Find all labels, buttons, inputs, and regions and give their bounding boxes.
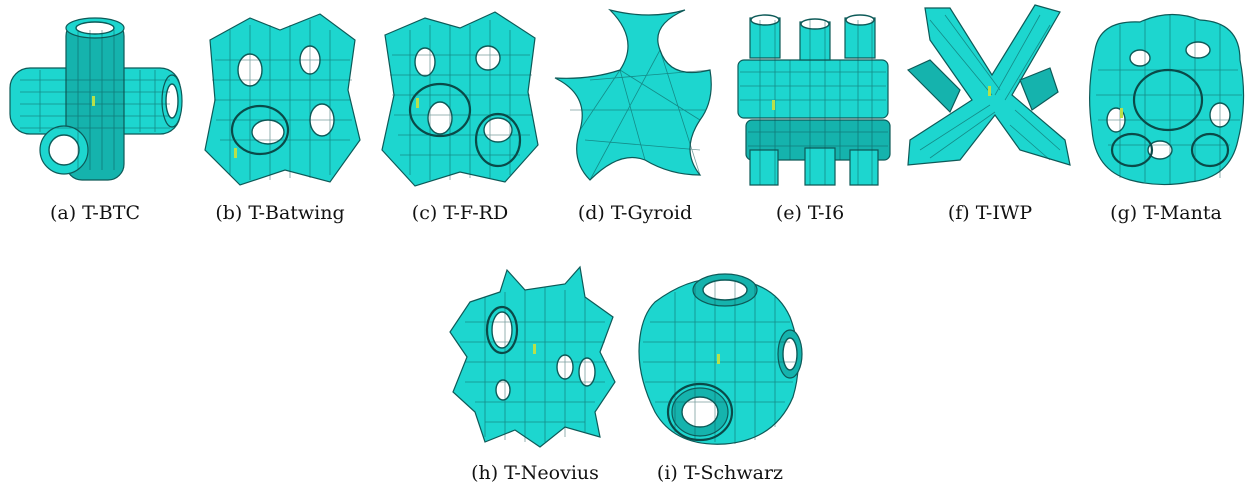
caption-name: T-Gyroid (610, 202, 693, 224)
caption-c: (c)T-F-RD (412, 202, 508, 224)
caption-label: (f) (947, 202, 970, 224)
caption-g: (g)T-Manta (1110, 202, 1222, 224)
caption-name: T-Batwing (248, 202, 345, 224)
figure-panel-f: (f)T-IWP (900, 0, 1080, 240)
caption-d: (d)T-Gyroid (578, 202, 692, 224)
caption-name: T-BTC (82, 202, 140, 224)
batwing-lattice-icon (204, 13, 361, 186)
figure-panel-e: (e)T-I6 (720, 0, 900, 240)
caption-name: T-Schwarz (683, 462, 784, 484)
caption-i: (i)T-Schwarz (657, 462, 783, 484)
caption-b: (b)T-Batwing (215, 202, 344, 224)
caption-e: (e)T-I6 (776, 202, 844, 224)
caption-label: (d) (577, 202, 605, 224)
caption-label: (a) (50, 202, 77, 224)
caption-label: (i) (656, 462, 678, 484)
caption-name: T-I6 (807, 202, 845, 224)
caption-a: (a)T-BTC (50, 202, 140, 224)
caption-name: T-IWP (975, 202, 1033, 224)
figure-panel-g: (g)T-Manta (1080, 0, 1252, 240)
manta-lattice-icon (1089, 13, 1245, 186)
figure-panel-d: (d)T-Gyroid (550, 0, 720, 240)
figure-panel-c: (c)T-F-RD (370, 0, 550, 240)
caption-h: (h)T-Neovius (471, 462, 599, 484)
caption-label: (h) (471, 462, 499, 484)
caption-label: (c) (411, 202, 438, 224)
gyroid-lattice-icon (554, 8, 712, 181)
figure-panel-i: (i)T-Schwarz (625, 262, 815, 495)
neovius-lattice-icon (449, 265, 616, 448)
iwp-lattice-icon (906, 4, 1071, 166)
caption-label: (e) (775, 202, 802, 224)
caption-f: (f)T-IWP (948, 202, 1032, 224)
btc-lattice-icon (9, 17, 183, 181)
figure-panel-a: (a)T-BTC (0, 0, 190, 240)
caption-name: T-Manta (1143, 202, 1222, 224)
caption-name: T-Neovius (504, 462, 599, 484)
caption-name: T-F-RD (443, 202, 509, 224)
figure-panel-b: (b)T-Batwing (190, 0, 370, 240)
figure-panel-h: (h)T-Neovius (445, 262, 625, 495)
schwarz-lattice-icon (638, 273, 803, 445)
caption-label: (b) (215, 202, 243, 224)
caption-label: (g) (1110, 202, 1138, 224)
i6-lattice-icon (737, 14, 891, 186)
frd-lattice-icon (381, 11, 539, 187)
